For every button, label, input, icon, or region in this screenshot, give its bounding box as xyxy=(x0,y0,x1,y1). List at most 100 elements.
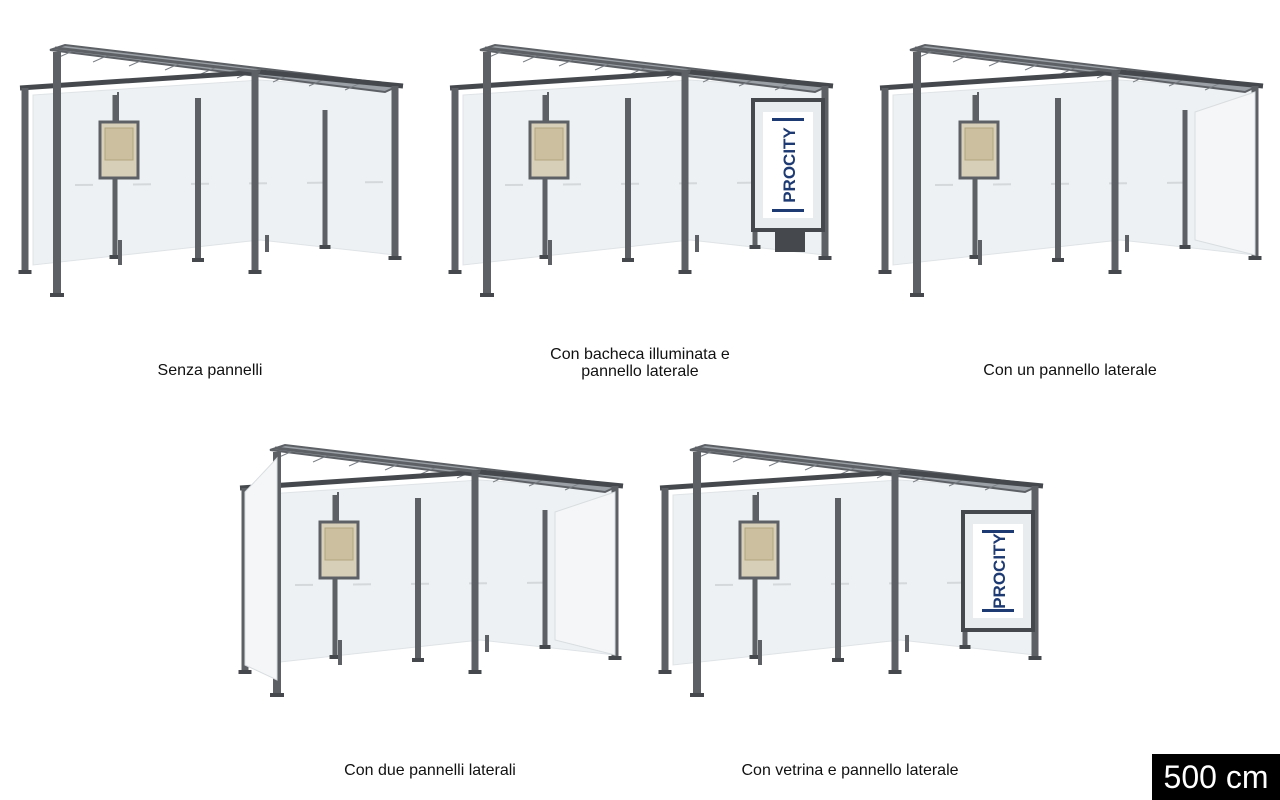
post-base xyxy=(329,655,341,659)
post-base xyxy=(818,256,832,260)
bench-leg xyxy=(905,635,909,652)
back-glass-panel xyxy=(32,79,396,266)
map-content xyxy=(534,127,564,161)
variant-caption-3: Con un pannello laterale xyxy=(983,362,1157,379)
map-content xyxy=(104,127,134,161)
post-base xyxy=(319,245,331,249)
bench-leg xyxy=(1125,235,1129,252)
shelter-variant-1 xyxy=(15,40,405,300)
post-base xyxy=(749,655,761,659)
post xyxy=(1182,110,1188,245)
size-badge: 500 cm xyxy=(1152,754,1280,800)
post-base xyxy=(539,255,551,259)
post-base xyxy=(412,658,424,662)
post-base xyxy=(608,656,622,660)
panel-display xyxy=(973,524,1023,618)
post-base xyxy=(1028,656,1042,660)
post-base xyxy=(468,670,482,674)
variant-caption-4: Con due pannelli laterali xyxy=(344,762,516,779)
post xyxy=(542,510,548,645)
rear-beam xyxy=(694,446,901,474)
post-base xyxy=(1052,258,1064,262)
side-beam xyxy=(479,469,624,489)
brand-bracket xyxy=(772,118,804,121)
bench-leg xyxy=(485,635,489,652)
shelter-illustration: PROCITY xyxy=(448,43,834,297)
shelter-variant-5: PROCITY xyxy=(655,440,1045,700)
post-base xyxy=(238,670,252,674)
post xyxy=(471,472,479,670)
bench-leg xyxy=(265,235,269,252)
post xyxy=(21,88,29,270)
side-beam xyxy=(689,69,834,89)
post xyxy=(693,452,701,693)
brand-bracket xyxy=(982,530,1014,533)
post-base xyxy=(109,255,121,259)
brand-text: PROCITY xyxy=(780,127,799,203)
post-base xyxy=(878,270,892,274)
post-base xyxy=(270,693,284,697)
map-content xyxy=(324,527,354,561)
post xyxy=(881,88,889,270)
variant-caption-1: Senza pannelli xyxy=(157,362,263,379)
post xyxy=(1111,72,1119,270)
variant-caption-5: Con vetrina e pannello laterale xyxy=(741,762,959,779)
post-base xyxy=(658,670,672,674)
side-glass-panel xyxy=(244,456,278,681)
side-beam xyxy=(899,469,1044,489)
post-base xyxy=(539,645,551,649)
shelter-illustration xyxy=(18,43,404,297)
post-base xyxy=(969,255,981,259)
post-base xyxy=(678,270,692,274)
post xyxy=(451,88,459,270)
post xyxy=(913,52,921,293)
post-base xyxy=(388,256,402,260)
rear-beam xyxy=(274,446,481,474)
post-base xyxy=(480,293,494,297)
post xyxy=(415,498,421,658)
post xyxy=(322,110,328,245)
shelter-illustration xyxy=(238,443,624,697)
post xyxy=(195,98,201,258)
post-base xyxy=(910,293,924,297)
post-base xyxy=(749,245,761,249)
brand-bracket xyxy=(982,609,1014,612)
post xyxy=(483,52,491,293)
bench-leg xyxy=(338,640,342,665)
bench-leg xyxy=(695,235,699,252)
post xyxy=(53,52,61,293)
post xyxy=(891,472,899,670)
post-base xyxy=(248,270,262,274)
shelter-illustration xyxy=(878,43,1264,297)
bench-leg xyxy=(118,240,122,265)
panel-display xyxy=(763,112,813,218)
post-base xyxy=(690,693,704,697)
post-base xyxy=(959,645,971,649)
rear-beam xyxy=(54,46,261,74)
shelter-variant-2: PROCITY xyxy=(445,40,835,300)
shelter-illustration: PROCITY xyxy=(658,443,1044,697)
map-content xyxy=(964,127,994,161)
post-base xyxy=(1179,245,1191,249)
side-beam xyxy=(259,69,404,89)
side-glass-panel xyxy=(554,491,616,656)
brand-bracket xyxy=(772,209,804,212)
post xyxy=(251,72,259,270)
bench-leg xyxy=(978,240,982,265)
post-base xyxy=(18,270,32,274)
shelter-variant-3 xyxy=(875,40,1265,300)
post xyxy=(681,72,689,270)
post-base xyxy=(888,670,902,674)
panel-base xyxy=(775,230,805,252)
brand-text: PROCITY xyxy=(990,533,1009,609)
post-base xyxy=(448,270,462,274)
post xyxy=(625,98,631,258)
side-beam xyxy=(1119,69,1264,89)
post-base xyxy=(50,293,64,297)
post-base xyxy=(622,258,634,262)
rear-beam xyxy=(484,46,691,74)
bench-leg xyxy=(548,240,552,265)
post-base xyxy=(832,658,844,662)
post-base xyxy=(1108,270,1122,274)
post-base xyxy=(192,258,204,262)
